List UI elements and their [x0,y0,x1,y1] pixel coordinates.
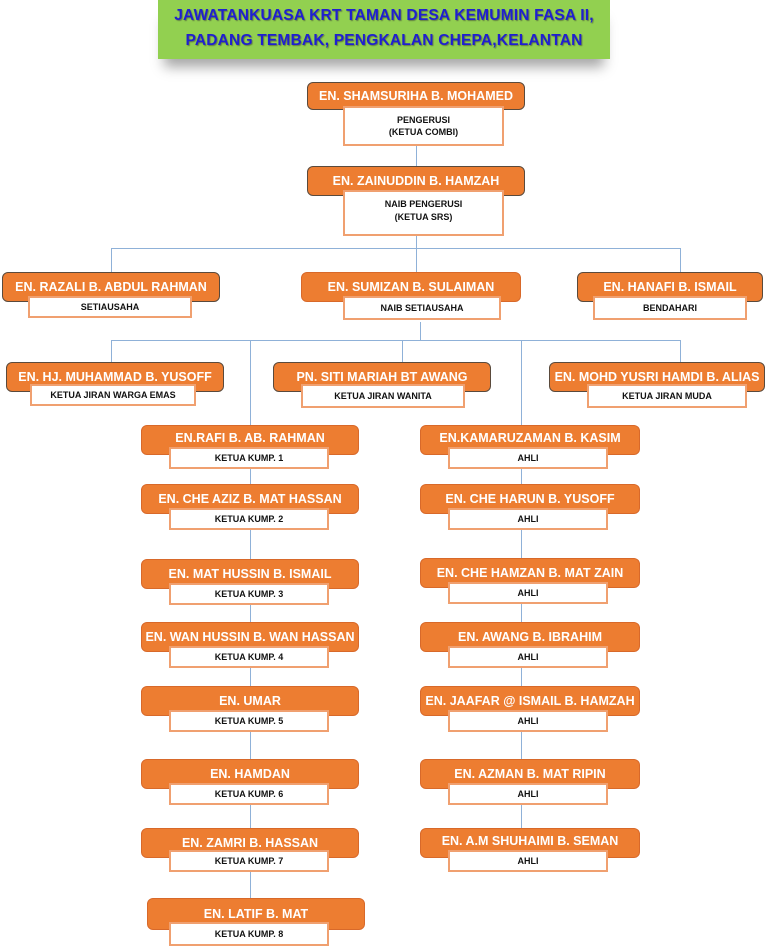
connector-officer-right [680,248,681,272]
node-role: AHLI [448,646,608,668]
connector-officer-left [111,248,112,272]
connector-jiran-right [680,340,681,362]
title-banner: JAWATANKUASA KRT TAMAN DESA KEMUMIN FASA… [158,0,610,59]
connector-top [416,146,417,166]
node-role: AHLI [448,582,608,604]
node-role: KETUA KUMP. 3 [169,583,329,605]
connector-officers-bus [111,248,680,249]
node-role: KETUA KUMP. 7 [169,850,329,872]
node-role: NAIB PENGERUSI (KETUA SRS) [343,190,504,236]
node-role: BENDAHARI [593,296,747,320]
node-role: AHLI [448,447,608,469]
role-line-1: PENGERUSI [396,115,450,125]
node-role: KETUA KUMP. 1 [169,447,329,469]
connector-sumizan-down [420,322,421,341]
node-role: KETUA KUMP. 5 [169,710,329,732]
connector-jiran-mid [402,340,403,362]
role-line-1: NAIB PENGERUSI [384,199,463,209]
node-name: EN. SHAMSURIHA B. MOHAMED [307,82,525,110]
node-role: KETUA JIRAN WARGA EMAS [30,384,196,406]
node-role: KETUA KUMP. 6 [169,783,329,805]
title-line-2: PADANG TEMBAK, PENGKALAN CHEPA,KELANTAN [185,32,583,49]
node-role: KETUA KUMP. 2 [169,508,329,530]
node-role: KETUA JIRAN MUDA [587,384,747,408]
node-role: SETIAUSAHA [28,296,192,318]
node-role: KETUA JIRAN WANITA [301,384,465,408]
title-line-1: JAWATANKUASA KRT TAMAN DESA KEMUMIN FASA… [174,7,594,24]
connector-vice-down [416,236,417,272]
node-role: KETUA KUMP. 8 [169,922,329,946]
role-line-2: (KETUA COMBI) [388,127,459,137]
node-role: AHLI [448,783,608,805]
node-role: KETUA KUMP. 4 [169,646,329,668]
connector-left-column [250,340,251,900]
role-line-2: (KETUA SRS) [394,212,453,222]
node-role: NAIB SETIAUSAHA [343,296,501,320]
node-role: AHLI [448,710,608,732]
connector-jiran-left [111,340,112,362]
node-role: PENGERUSI (KETUA COMBI) [343,106,504,146]
node-role: AHLI [448,850,608,872]
node-role: AHLI [448,508,608,530]
connector-jiran-bus [111,340,680,341]
